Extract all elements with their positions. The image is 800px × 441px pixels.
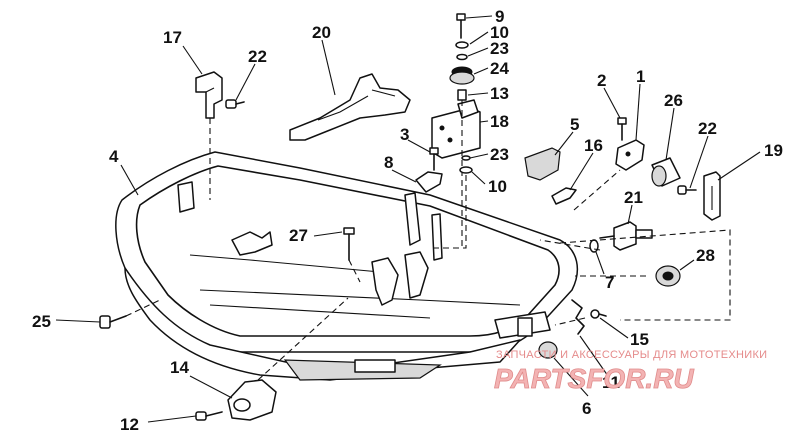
callout-22-right: 22 [698, 119, 717, 138]
leader-lines [55, 15, 761, 423]
lever-part-20 [289, 73, 411, 141]
callout-2: 2 [597, 71, 606, 90]
callout-28: 28 [696, 246, 715, 265]
washer-part-10-top [455, 41, 469, 49]
callout-23-top: 23 [490, 39, 509, 58]
washer-part-23-top [456, 53, 468, 61]
screw-part-27 [343, 227, 355, 261]
clip-part-16 [551, 187, 577, 205]
grommet-part-24 [449, 66, 475, 85]
bracket-part-1 [615, 139, 645, 171]
clip-part-8 [415, 171, 443, 193]
screw-part-12 [195, 411, 223, 421]
callout-3: 3 [400, 125, 409, 144]
callout-4: 4 [109, 147, 119, 166]
callout-14: 14 [170, 358, 189, 377]
washer-part-10-lower [459, 166, 473, 174]
callout-16: 16 [584, 136, 603, 155]
callout-11: 11 [602, 373, 620, 392]
screw-part-25 [99, 315, 127, 329]
callout-20: 20 [312, 23, 331, 42]
callout-5: 5 [570, 115, 579, 134]
callout-15: 15 [630, 330, 649, 349]
callout-25: 25 [32, 312, 51, 331]
screw-part-22-right [677, 185, 697, 195]
bushing-part-26 [651, 157, 681, 187]
callout-10-top: 10 [490, 23, 509, 42]
callout-21: 21 [624, 188, 643, 207]
mount-part-18 [431, 99, 481, 159]
callout-6: 6 [582, 399, 591, 418]
callout-8: 8 [384, 153, 393, 172]
bracket-part-17 [195, 71, 223, 119]
callout-18: 18 [490, 112, 509, 131]
callout-26: 26 [664, 91, 683, 110]
callout-24: 24 [490, 59, 509, 78]
washer-part-23-lower [461, 155, 471, 161]
callout-9: 9 [495, 7, 504, 26]
plug-part-6 [538, 341, 558, 359]
callout-23-lower: 23 [490, 145, 509, 164]
watermark-logo: PARTSFOR.RU [494, 363, 694, 394]
callout-labels: 9 10 23 24 13 18 17 22 20 2 1 26 4 3 5 1… [32, 7, 783, 434]
callout-17: 17 [163, 28, 182, 47]
callout-27: 27 [289, 226, 308, 245]
grommet-part-28 [655, 265, 681, 287]
fitting-part-21 [599, 221, 653, 251]
screw-part-3 [429, 147, 439, 171]
watermark-tagline: ЗАПЧАСТИ И АКСЕССУАРЫ ДЛЯ МОТОТЕХНИКИ [496, 349, 767, 361]
mount-part-14 [227, 379, 277, 421]
bracket-part-19 [703, 171, 721, 221]
sleeve-part-13 [457, 89, 467, 101]
screw-part-2 [617, 117, 627, 141]
callout-19: 19 [764, 141, 783, 160]
watermark: ЗАПЧАСТИ И АКСЕССУАРЫ ДЛЯ МОТОТЕХНИКИ PA… [494, 349, 767, 394]
spring-part-11 [571, 299, 585, 335]
pad-part-5 [524, 147, 561, 181]
washer-part-7 [589, 239, 599, 253]
bolt-part-9 [456, 13, 466, 39]
lower-cowl-part [115, 151, 579, 381]
callout-12: 12 [120, 415, 139, 434]
screw-part-15 [590, 309, 607, 319]
screw-part-22-left [225, 99, 245, 109]
callout-22-left: 22 [248, 47, 267, 66]
callout-10-lower: 10 [488, 177, 507, 196]
callout-7: 7 [605, 273, 614, 292]
callout-1: 1 [636, 67, 645, 86]
callout-13: 13 [490, 84, 509, 103]
